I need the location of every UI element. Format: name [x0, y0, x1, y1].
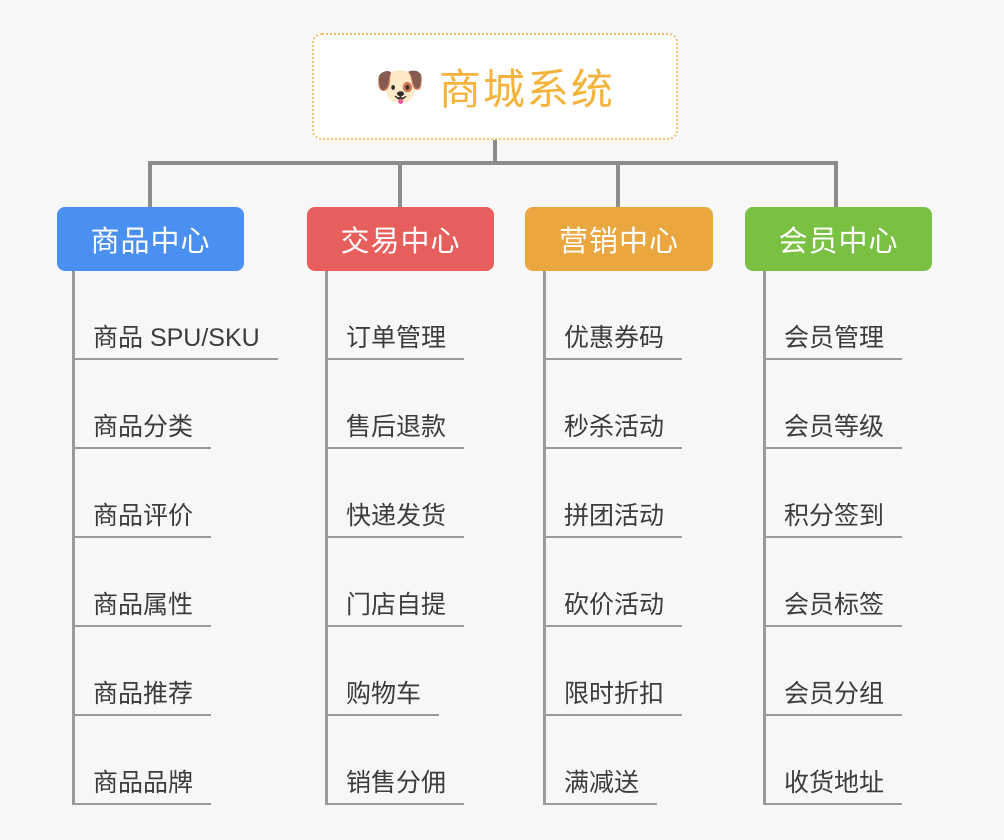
leaf-item-label: 会员分组: [784, 679, 885, 708]
leaf-item-label: 门店自提: [346, 590, 447, 619]
leaf-item[interactable]: 满减送: [546, 716, 658, 805]
leaf-item[interactable]: 秒杀活动: [546, 360, 683, 449]
leaf-item-label: 会员标签: [784, 590, 885, 619]
category-box-marketing-center[interactable]: 营销中心: [525, 207, 713, 271]
leaf-item[interactable]: 商品 SPU/SKU: [75, 271, 278, 360]
category-label: 会员中心: [778, 226, 899, 258]
leaf-item-label: 满减送: [564, 768, 640, 797]
category-label: 营销中心: [558, 226, 679, 258]
leaf-item-label: 快递发货: [346, 501, 447, 530]
leaf-item-label: 商品分类: [93, 412, 194, 441]
leaf-item-label: 商品 SPU/SKU: [93, 323, 260, 352]
leaf-item-label: 优惠券码: [564, 323, 665, 352]
leaf-item-label: 砍价活动: [564, 590, 665, 619]
category-label: 交易中心: [340, 226, 461, 258]
leaf-item[interactable]: 积分签到: [766, 449, 903, 538]
leaf-item[interactable]: 砍价活动: [546, 538, 683, 627]
leaf-item[interactable]: 拼团活动: [546, 449, 683, 538]
branch-bus-connector: [148, 161, 838, 165]
leaf-item[interactable]: 会员分组: [766, 627, 903, 716]
branch-drop-connector-1: [148, 161, 152, 209]
leaf-item-label: 订单管理: [346, 323, 447, 352]
leaf-item-label: 收货地址: [784, 768, 885, 797]
leaf-item-label: 限时折扣: [564, 679, 665, 708]
category-label: 商品中心: [90, 226, 211, 258]
leaf-item-label: 销售分佣: [346, 768, 447, 797]
leaf-item[interactable]: 门店自提: [328, 538, 465, 627]
leaf-item[interactable]: 会员管理: [766, 271, 903, 360]
leaf-item[interactable]: 会员等级: [766, 360, 903, 449]
leaf-item-label: 积分签到: [784, 501, 885, 530]
root-node-shop-system[interactable]: 🐶 商城系统: [312, 33, 678, 140]
leaf-item-label: 售后退款: [346, 412, 447, 441]
shiba-dog-face-icon: 🐶: [375, 64, 425, 109]
leaf-item[interactable]: 商品分类: [75, 360, 212, 449]
column-spine: [543, 271, 546, 805]
leaf-item-label: 购物车: [346, 679, 422, 708]
category-box-trade-center[interactable]: 交易中心: [307, 207, 494, 271]
leaf-item-label: 会员管理: [784, 323, 885, 352]
column-spine: [72, 271, 75, 805]
leaf-item[interactable]: 快递发货: [328, 449, 465, 538]
leaf-item[interactable]: 限时折扣: [546, 627, 683, 716]
column-spine: [763, 271, 766, 805]
leaf-item-label: 商品属性: [93, 590, 194, 619]
column-spine: [325, 271, 328, 805]
category-box-member-center[interactable]: 会员中心: [745, 207, 932, 271]
leaf-item-label: 秒杀活动: [564, 412, 665, 441]
leaf-item[interactable]: 订单管理: [328, 271, 465, 360]
leaf-item[interactable]: 售后退款: [328, 360, 465, 449]
leaf-item[interactable]: 购物车: [328, 627, 440, 716]
leaf-item-label: 拼团活动: [564, 501, 665, 530]
leaf-item[interactable]: 商品属性: [75, 538, 212, 627]
category-box-product-center[interactable]: 商品中心: [57, 207, 244, 271]
branch-drop-connector-4: [834, 161, 838, 209]
root-stem-connector: [493, 140, 497, 163]
leaf-item[interactable]: 会员标签: [766, 538, 903, 627]
leaf-item[interactable]: 销售分佣: [328, 716, 465, 805]
root-node-title: 商城系统: [438, 66, 615, 113]
leaf-item-label: 会员等级: [784, 412, 885, 441]
leaf-item[interactable]: 收货地址: [766, 716, 903, 805]
leaf-item[interactable]: 商品评价: [75, 449, 212, 538]
branch-drop-connector-2: [398, 161, 402, 209]
leaf-item[interactable]: 商品品牌: [75, 716, 212, 805]
leaf-item[interactable]: 优惠券码: [546, 271, 683, 360]
leaf-item-label: 商品品牌: [93, 768, 194, 797]
branch-drop-connector-3: [616, 161, 620, 209]
leaf-item-label: 商品评价: [93, 501, 194, 530]
leaf-item[interactable]: 商品推荐: [75, 627, 212, 716]
leaf-item-label: 商品推荐: [93, 679, 194, 708]
